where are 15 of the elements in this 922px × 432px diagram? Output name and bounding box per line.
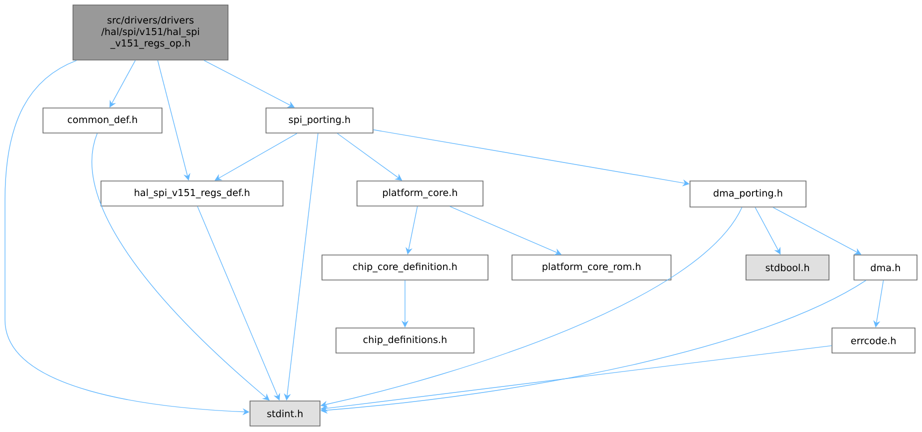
file-box: hal_spi_v151_regs_def.h [100, 180, 284, 206]
file-box: src/drivers/drivers /hal/spi/v151/hal_spi _v151_regs_op.h [72, 4, 228, 60]
file-box: errcode.h [832, 328, 916, 354]
arrow [772, 207, 862, 255]
file-box: chip_core_definition.h [322, 254, 488, 280]
file-box: stdbool.h [746, 254, 830, 280]
file-box: platform_core_rom.h [512, 254, 672, 280]
file-box: common_def.h [42, 108, 162, 134]
file-box: chip_definitions.h [336, 328, 474, 354]
file-box: platform_core.h [356, 180, 484, 206]
arrow [214, 133, 298, 181]
file-box: stdint.h [250, 400, 320, 426]
file-box: spi_porting.h [266, 108, 374, 134]
file-box: dma.h [854, 254, 918, 280]
file-box: dma_porting.h [690, 180, 806, 208]
